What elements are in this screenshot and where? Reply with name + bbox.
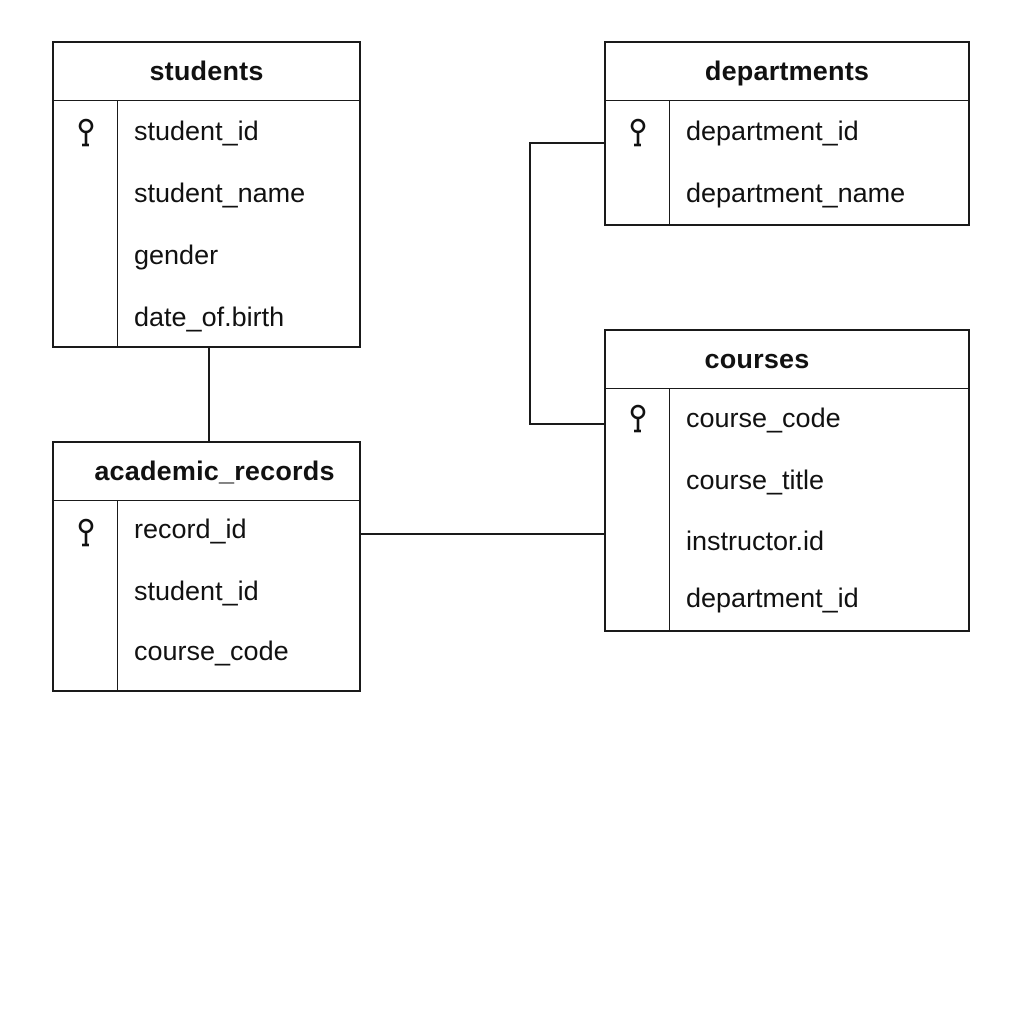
field-department-name: department_name <box>686 178 906 208</box>
entity-title: courses <box>606 331 968 389</box>
relationship-departments-courses <box>529 142 604 425</box>
field-student-name: student_name <box>134 178 306 208</box>
key-icon <box>630 118 646 147</box>
key-column <box>606 101 670 224</box>
field-department-id: department_id <box>686 116 859 146</box>
field-course-code: course_code <box>686 403 841 433</box>
field-student-id: student_id <box>134 116 259 146</box>
key-column <box>54 501 118 692</box>
key-column <box>54 101 118 346</box>
key-column <box>606 389 670 630</box>
entity-academic-records[interactable]: academic_records record_id student_id co… <box>52 441 361 692</box>
key-icon <box>78 518 94 547</box>
field-department-id: department_id <box>686 583 859 613</box>
entity-departments[interactable]: departments department_id department_nam… <box>604 41 970 226</box>
entity-title: departments <box>606 43 968 101</box>
field-course-title: course_title <box>686 465 825 495</box>
key-icon <box>78 118 94 147</box>
field-gender: gender <box>134 240 219 270</box>
field-course-code: course_code <box>134 636 289 666</box>
entity-title: academic_records <box>54 443 359 501</box>
field-student-id: student_id <box>134 576 259 606</box>
field-instructor-id: instructor.id <box>686 526 825 556</box>
entity-students[interactable]: students student_id student_name gender … <box>52 41 361 348</box>
field-record-id: record_id <box>134 514 247 544</box>
entity-title: students <box>54 43 359 101</box>
field-date-of-birth: date_of.birth <box>134 302 285 332</box>
key-icon <box>630 404 646 433</box>
entity-courses[interactable]: courses course_code course_title instruc… <box>604 329 970 632</box>
